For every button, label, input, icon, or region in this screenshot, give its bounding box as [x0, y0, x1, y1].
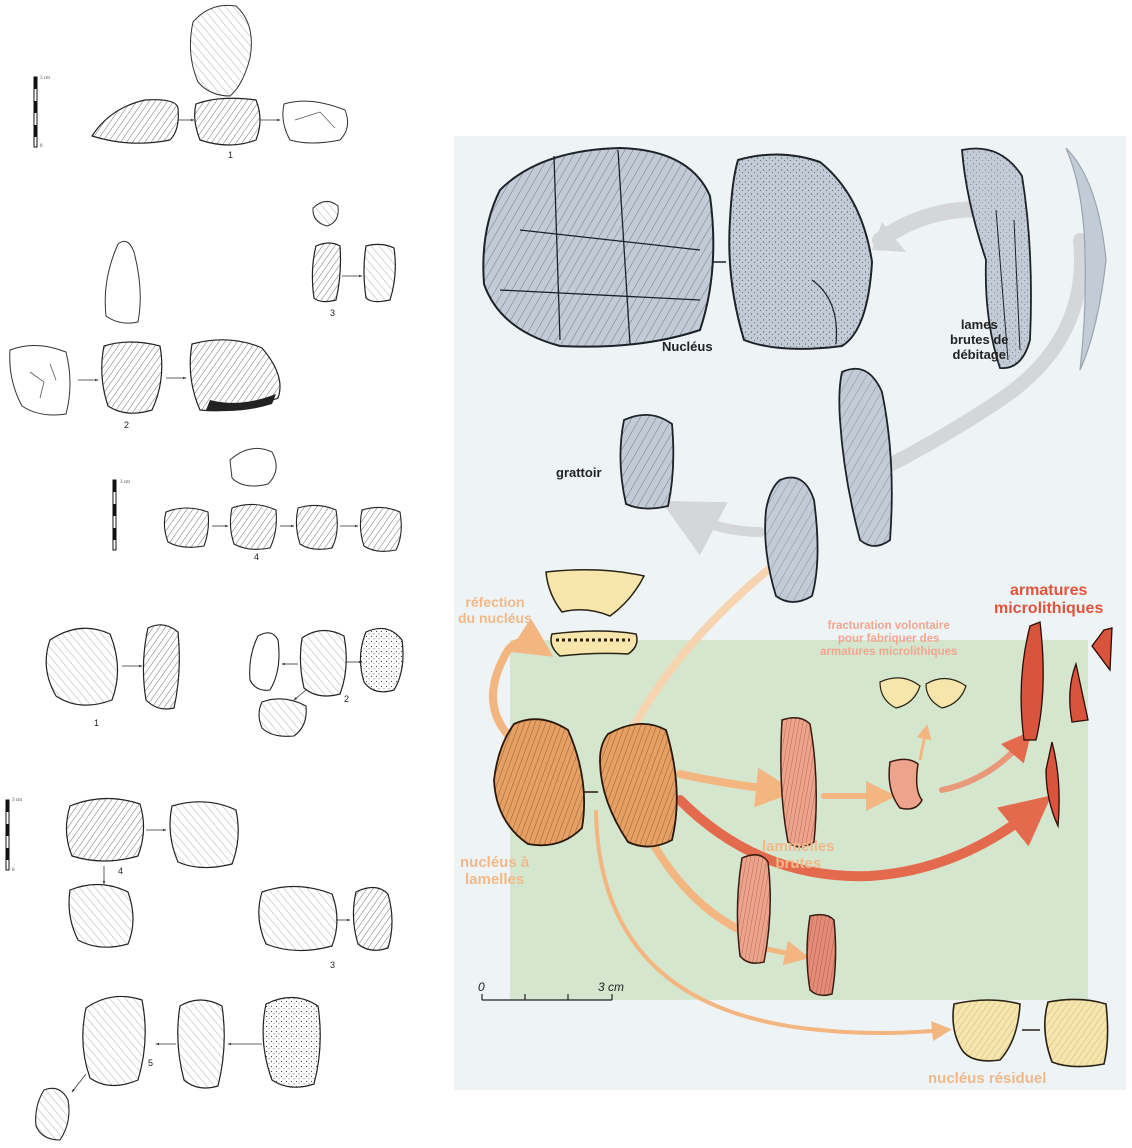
scale-label-1: 3 cm [40, 76, 50, 81]
residual-core-label: nucléus résiduel [928, 1070, 1046, 1087]
figure-number: 1 [94, 718, 99, 728]
scale-bar-1 [34, 77, 37, 147]
bladelet-core-label: nucléus à lamelles [460, 854, 529, 889]
scale-zero-1: 0 [40, 144, 43, 149]
figure-number: 5 [148, 1058, 153, 1068]
figure-number: 3 [330, 960, 335, 970]
figure-number: 4 [254, 552, 259, 562]
blades-label: lames brutes de débitage [950, 318, 1009, 363]
figure-number: 1 [228, 150, 233, 160]
scale-zero-3: 0 [12, 868, 15, 873]
scale-bar-2 [113, 480, 116, 550]
refection-piece-bottom [551, 631, 637, 656]
figure-number: 2 [344, 694, 349, 704]
artifact-b4 [66, 798, 238, 947]
figure-number: 4 [118, 866, 123, 876]
diagram-scale-label: 3 cm [598, 980, 624, 994]
artifact-4 [164, 448, 401, 551]
microliths-label: armatures microlithiques [994, 582, 1103, 619]
artifact-1-top [92, 5, 348, 145]
artifact-2 [10, 241, 280, 415]
figure-number: 2 [124, 420, 129, 430]
artifact-b3 [259, 886, 392, 950]
artifact-b2 [250, 628, 403, 736]
scale-label-2: 3 cm [120, 480, 130, 485]
scraper-label: grattoir [556, 466, 602, 481]
diagram-scale-zero: 0 [478, 980, 485, 994]
left-plate [6, 5, 403, 1140]
fracturing-label: fracturation volontaire pour fabriquer d… [820, 620, 957, 660]
figure-number: 3 [330, 308, 335, 318]
artifact-b1 [46, 625, 179, 709]
scale-bar-3 [6, 800, 9, 870]
scale-label-3: 3 cm [12, 798, 22, 803]
refection-label: réfection du nucléus [458, 594, 532, 626]
artifact-b5 [36, 996, 321, 1140]
nucleus-label: Nucléus [662, 340, 713, 355]
artifact-3 [312, 201, 395, 301]
raw-bladelets-label: lammelles brutes [762, 838, 835, 873]
